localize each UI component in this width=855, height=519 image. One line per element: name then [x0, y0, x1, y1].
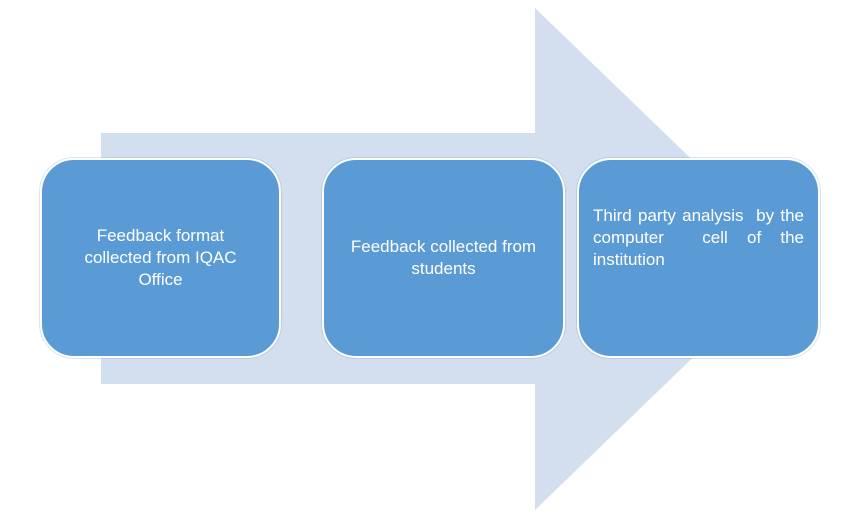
process-step-1-label: Feedback format collected from IQAC Offi… [84, 226, 237, 289]
process-step-1: Feedback format collected from IQAC Offi… [40, 158, 281, 358]
process-step-3-label: Third party analysis by the computer cel… [593, 206, 809, 269]
process-step-2-label: Feedback collected from students [350, 237, 537, 278]
process-step-2: Feedback collected from students [322, 158, 565, 358]
process-step-3: Third party analysis by the computer cel… [577, 158, 820, 358]
